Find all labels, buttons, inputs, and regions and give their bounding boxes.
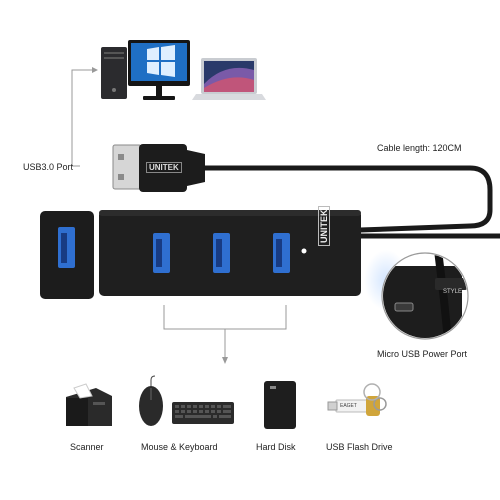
micro-usb-zoom	[364, 250, 469, 340]
status-led	[301, 248, 307, 254]
device-label-mouse-keyboard: Mouse & Keyboard	[141, 442, 218, 452]
usb-hub-body	[99, 210, 500, 296]
desktop-tower-icon	[101, 47, 127, 99]
scanner-icon	[66, 383, 112, 426]
computers-illustration	[101, 40, 266, 100]
usb-port-label: USB3.0 Port	[23, 162, 74, 172]
cable-length-label: Cable length: 120CM	[377, 143, 462, 153]
usb-plug	[112, 144, 493, 233]
cable-tag-label: STYLE	[443, 289, 463, 295]
usb-port-2	[213, 233, 230, 273]
mouse-icon	[139, 375, 163, 426]
usb-port-3	[273, 233, 290, 273]
keyboard-icon	[172, 402, 234, 424]
devices-illustration	[66, 375, 387, 429]
device-label-scanner: Scanner	[70, 442, 104, 452]
hard-disk-icon	[264, 381, 296, 429]
connector-line-top	[71, 67, 98, 167]
usb-port-1	[153, 233, 170, 273]
usb-flash-drive-icon	[327, 383, 387, 416]
flash-drive-brand: EAGET	[340, 403, 357, 409]
connector-bracket	[163, 305, 287, 364]
extra-usb-port	[40, 211, 94, 299]
device-label-hard-disk: Hard Disk	[256, 442, 296, 452]
laptop-icon	[192, 58, 266, 100]
micro-usb-label: Micro USB Power Port	[377, 349, 468, 359]
plug-brand-label: UNITEK	[146, 162, 182, 173]
device-label-usb-flash-drive: USB Flash Drive	[326, 442, 393, 452]
monitor-icon	[128, 40, 190, 100]
